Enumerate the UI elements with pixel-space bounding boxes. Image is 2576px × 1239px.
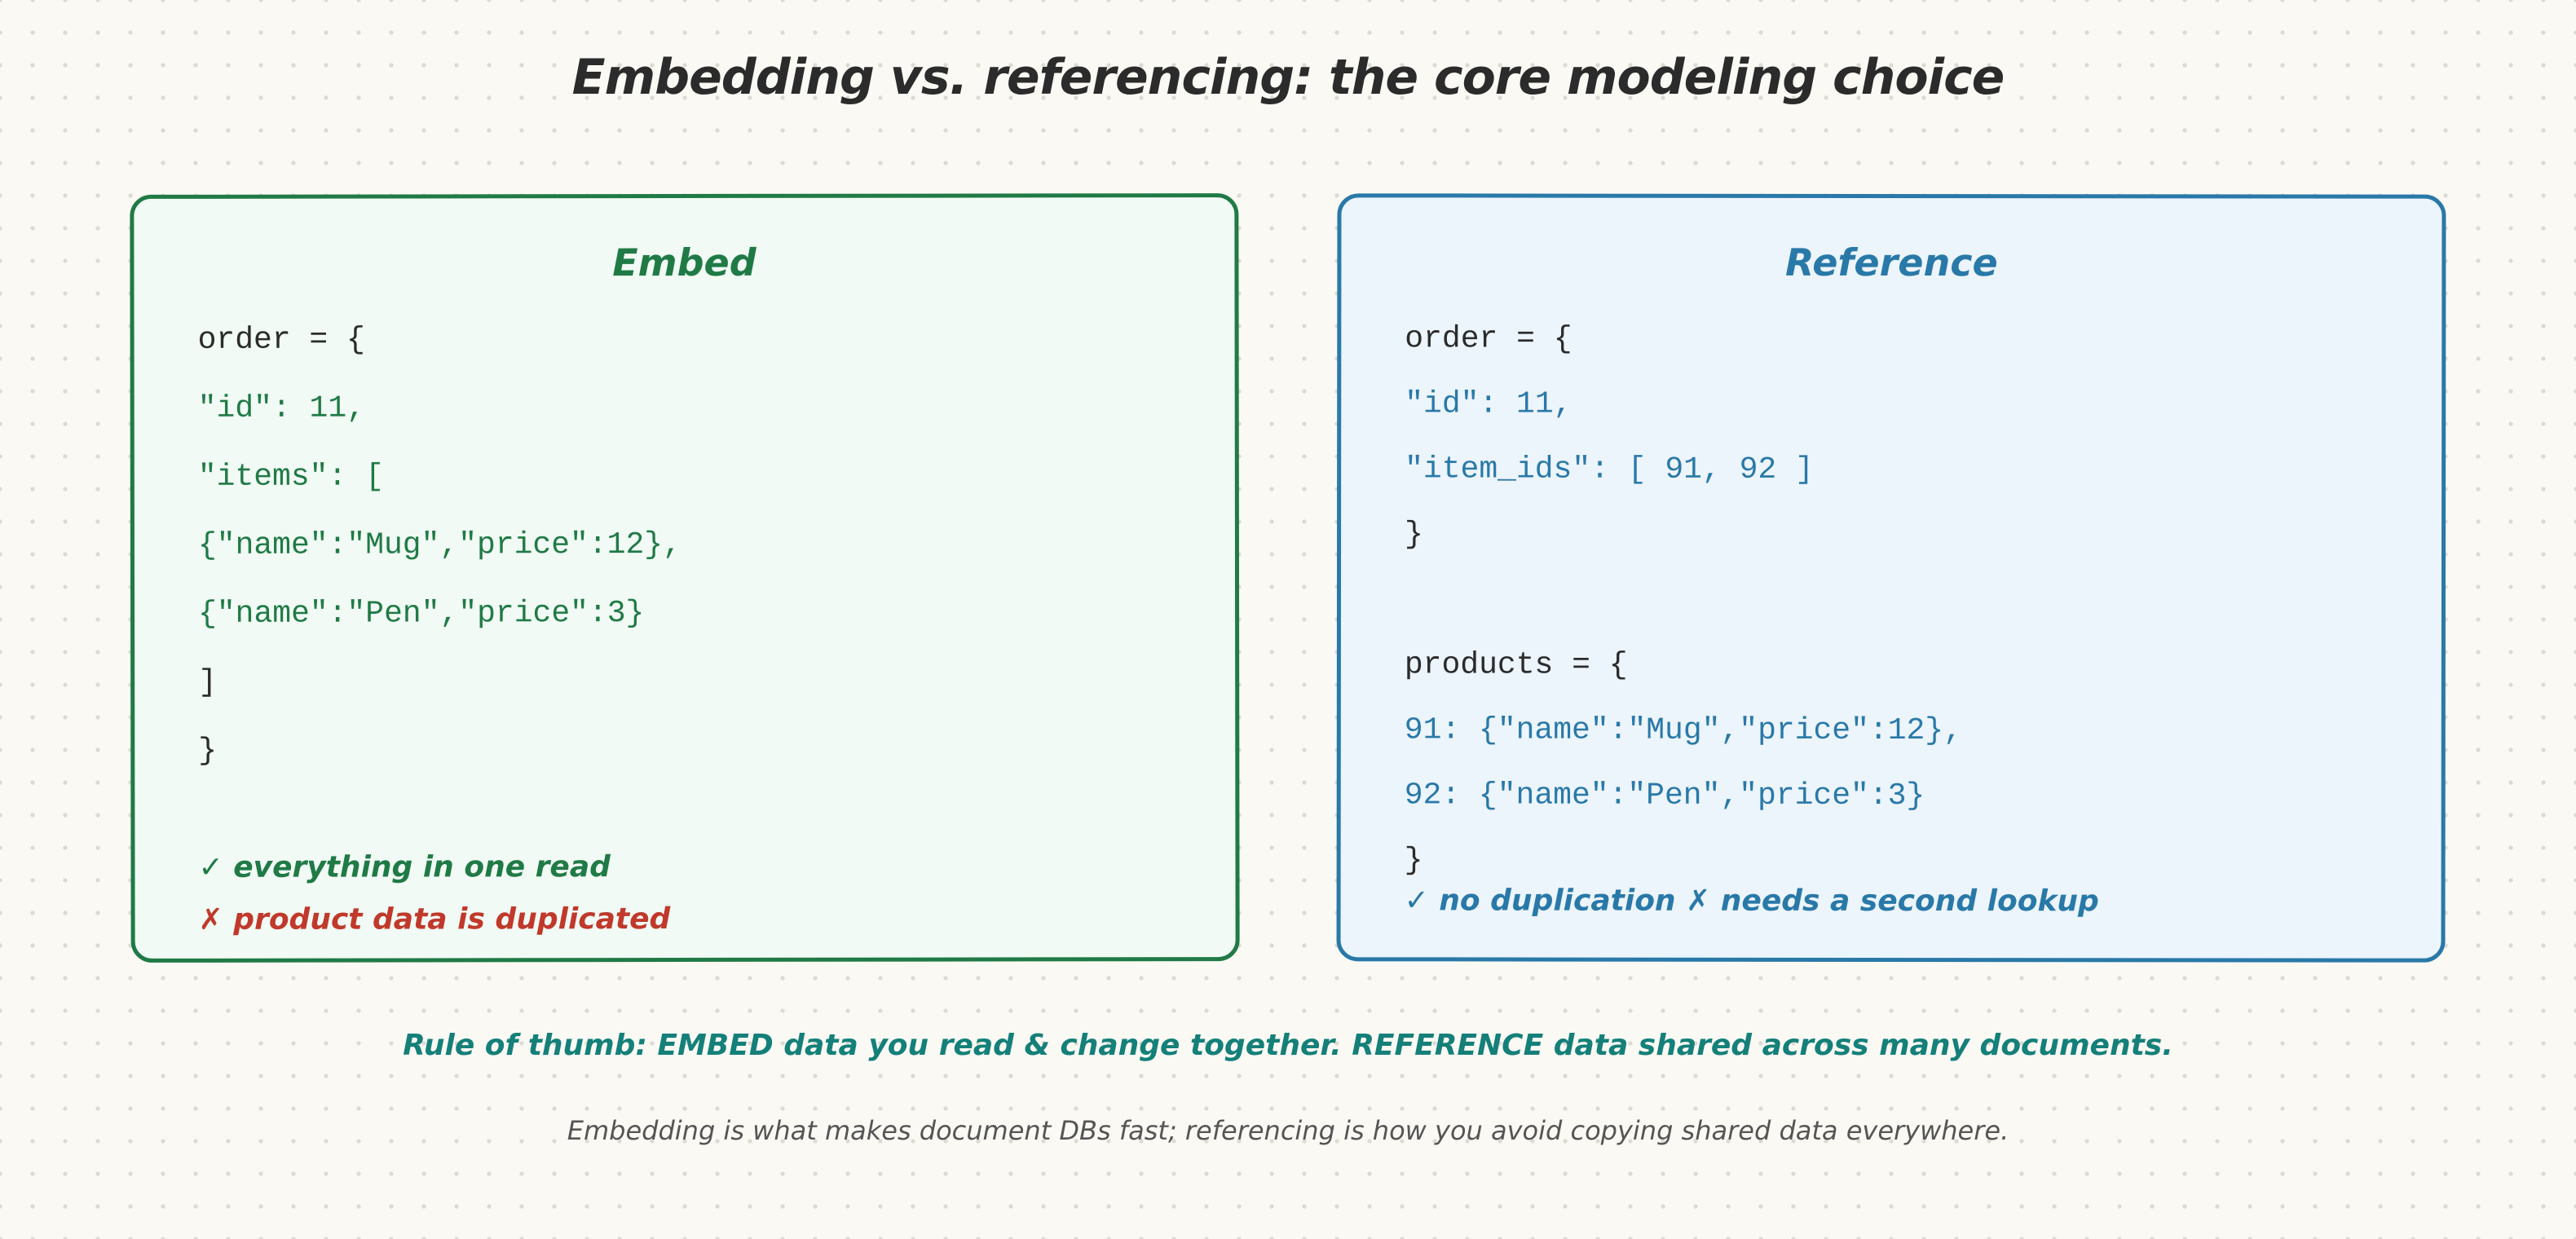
- reference-order-line: "id": 11,: [1405, 386, 1573, 422]
- embed-con-note: ✗ product data is duplicated: [198, 902, 671, 937]
- embed-code-line: "items": [: [197, 459, 384, 495]
- reference-order-line: order = {: [1405, 321, 1573, 357]
- embed-code-line: }: [198, 733, 218, 769]
- reference-order-line: "item_ids": [ 91, 92 ]: [1405, 452, 1814, 487]
- reference-products-line: 92: {"name":"Pen","price":3}: [1404, 778, 1925, 814]
- reference-products-line: }: [1404, 843, 1423, 879]
- embed-code-line: "id": 11,: [197, 390, 365, 426]
- embed-heading: Embed: [612, 240, 756, 285]
- reference-summary-note: ✓ no duplication ✗ needs a second lookup: [1404, 884, 2099, 919]
- embed-panel: Embed order = { "id": 11, "items": [ {"n…: [130, 193, 1240, 963]
- reference-panel: Reference order = { "id": 11, "item_ids"…: [1336, 193, 2446, 963]
- reference-order-line: }: [1405, 517, 1423, 553]
- embed-pro-note: ✓ everything in one read: [198, 850, 611, 884]
- rule-of-thumb: Rule of thumb: EMBED data you read & cha…: [403, 1029, 2173, 1062]
- embed-code-line: {"name":"Pen","price":3}: [198, 596, 645, 632]
- reference-products-line: products = {: [1404, 647, 1628, 683]
- embed-code-line: order = {: [197, 322, 365, 358]
- embed-code-line: ]: [198, 664, 218, 700]
- reference-products-line: 91: {"name":"Mug","price":12},: [1404, 712, 1962, 749]
- page-title: Embedding vs. referencing: the core mode…: [571, 49, 2005, 106]
- footnote: Embedding is what makes document DBs fas…: [567, 1115, 2009, 1146]
- embed-code-line: {"name":"Mug","price":12},: [197, 527, 681, 563]
- reference-heading: Reference: [1785, 240, 1998, 285]
